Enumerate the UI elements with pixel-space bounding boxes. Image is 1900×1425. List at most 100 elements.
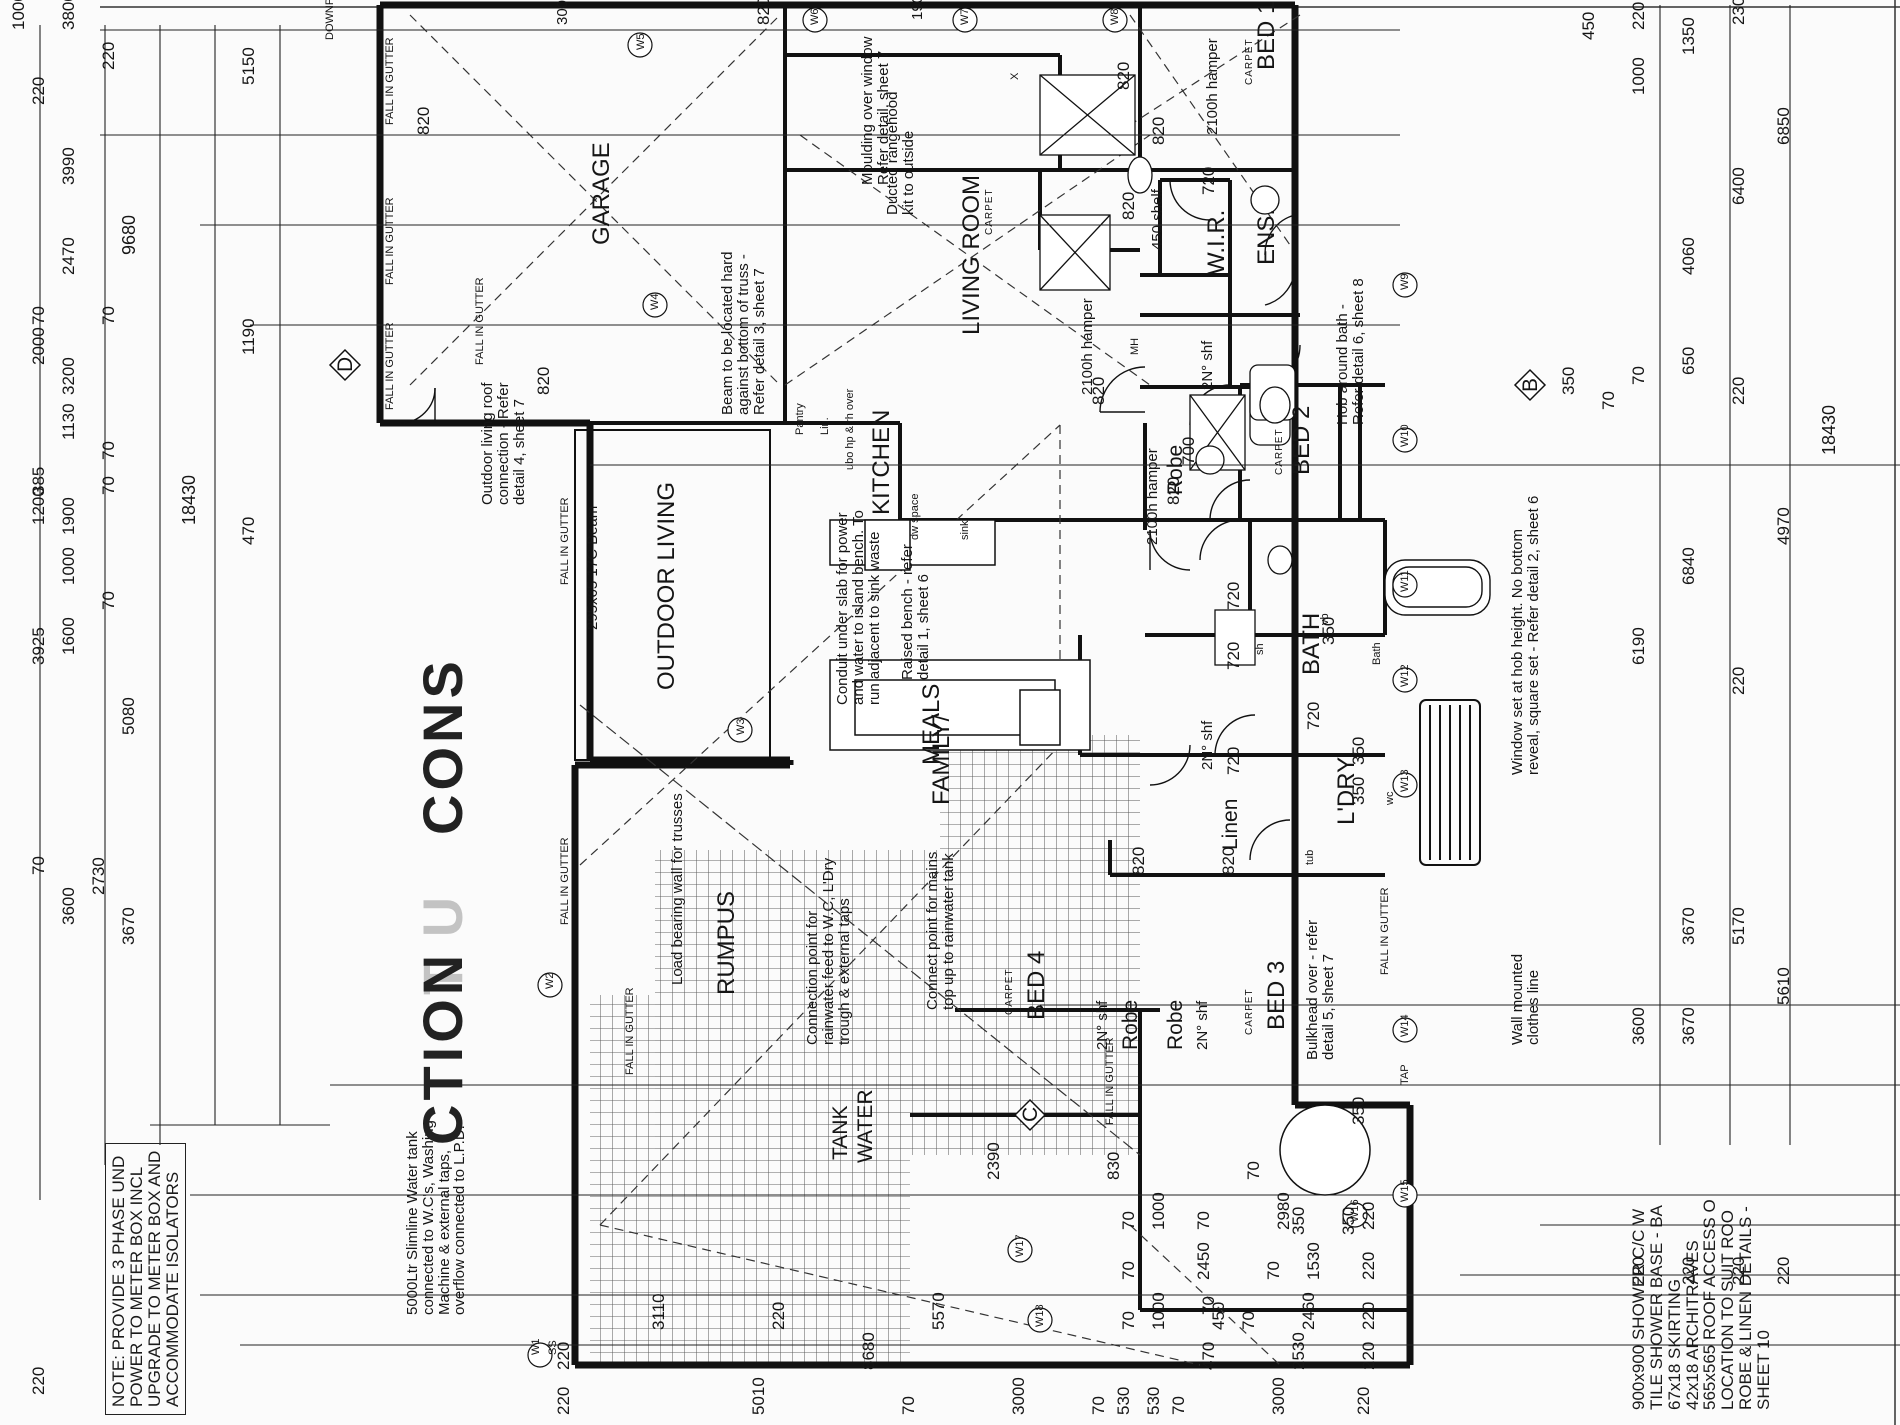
dimension-text: 650 [1679,346,1698,375]
bed2-label: BED 2 [1288,405,1315,475]
dimension-text: 70 [99,476,118,495]
spec-note: 565x565 ROOF ACCESS O [1700,1199,1720,1410]
hob-note-line2: Refer detail 6, sheet 8 [1349,278,1367,425]
fall-in-gutter-label: FALL IN GUTTER [474,277,486,365]
spec-note: 900x900 SHOWER C/C W [1629,1208,1648,1410]
shelf-2n-note: 2N° shf [1199,720,1216,770]
hamper-note-1: 2100h hamper [1204,38,1221,135]
power-note-line: UPGRADE TO METER BOX AND [144,1150,164,1407]
dimension-text: 220 [769,1301,788,1330]
window-tag-w14: W14 [1399,1014,1411,1037]
dimension-text: 220 [29,1366,48,1395]
dimension-text: 5570 [929,1292,948,1330]
dimension-text: 3800 [59,0,78,30]
spec-note: TILE SHOWER BASE - BA [1646,1205,1666,1410]
dimension-text: 70 [1599,391,1618,410]
dimension-text: 1530 [1304,1242,1323,1280]
dimension-text: 70 [1089,1396,1108,1415]
x-mark: X [1009,72,1021,80]
moulding-note-line1: Moulding over window [859,36,876,185]
window-tag-w4: W4 [649,293,661,311]
clothesline-note-line1: Wall mounted [1509,953,1526,1045]
bed2-floor: CARPET [1274,428,1285,475]
dimension-text: 18430 [179,474,199,525]
window-tag-w11: W11 [1399,570,1411,592]
dimension-text: 70 [1264,1261,1283,1280]
rain-connection-note-line3: trough & external taps [835,898,853,1045]
mains-note: Connect point for mains top up to rainwa… [924,852,957,1010]
load-bearing-wall [579,704,1141,1156]
door-size: 820 [1219,846,1238,875]
meals-label: MEALS [918,683,945,765]
beam-size-note: 295x65 17C Beam [584,505,601,630]
window-hob-note: Window set at hob height. No bottom reve… [1509,496,1542,775]
window-tag-w18: W18 [1034,1304,1046,1327]
dimension-text: 3110 [649,1293,668,1330]
dimension-text: 1190 [239,318,258,355]
downpipe-label: DOWNPIPE [324,0,336,40]
dimension-text: 3925 [29,627,48,665]
dimension-text: 1600 [59,617,78,655]
dimension-text: 220 [1359,1201,1378,1230]
bed3-floor: CARPET [1244,988,1255,1035]
dimension-text: 220 [1729,666,1748,695]
hob-note: Hob around bath - Refer detail 6, sheet … [1334,278,1367,425]
manhole-label: MH [1129,337,1141,355]
dimension-text: 3600 [59,887,78,925]
dimension-text: 350 [1349,1096,1368,1125]
dimension-text: 220 [1359,1251,1378,1280]
dimension-text: 1000 [1629,57,1648,95]
outdoor-living-outline [574,429,771,766]
fall-in-gutter-label: FALL IN GUTTER [384,37,396,125]
window-tag-w9: W9 [1399,273,1411,291]
window-tag-w15: W15 [1399,1179,1411,1202]
spec-note: SHEET 10 [1753,1329,1773,1410]
top-lintel-note: 190x35 F17 [909,0,926,20]
fall-in-gutter-label: FALL IN GUTTER [1379,887,1391,975]
window-tag-w5: W5 [635,33,647,51]
fall-in-gutter-label: FALL IN GUTTER [384,197,396,285]
raised-bench-note: Raised bench - refer detail 1, sheet 6 [899,544,932,680]
living-room-floor: CARPET [984,188,995,235]
door-size: 820 [1089,376,1108,405]
dimension-text: 70 [29,306,48,325]
dimension-text: 1000 [1149,1292,1168,1330]
raised-bench-note-line1: Raised bench - refer [899,544,916,680]
dimension-text: 3200 [59,357,78,395]
rain-connection-note-line1: Connection point for [804,910,821,1045]
dimension-text: 4060 [1679,237,1698,275]
dimension-text: 350 [1559,366,1578,395]
tiled-floor [590,735,1140,1365]
rumpus-label: RUMPUS [713,890,740,995]
clothesline-note: Wall mounted clothes line [1509,953,1542,1045]
section-marker-d: D [334,356,357,372]
ensuite-label: ENS. [1253,208,1280,265]
linen-label: Linen [1219,798,1242,850]
window-tag-w1: W1 [530,1338,542,1356]
spec-note: ROBE & LINEN DETAILS - [1736,1206,1756,1410]
dimension-text: 3000 [1009,1377,1028,1415]
power-note-line: ACCOMMODATE ISOLATORS [162,1171,182,1407]
raised-bench-note-line2: detail 1, sheet 6 [914,574,932,680]
kitchen-label: KITCHEN [868,409,895,515]
bed4-label: BED 4 [1023,950,1050,1020]
dimension-text: 70 [1629,366,1648,385]
dimension-text: 530 [1144,1386,1163,1415]
dimension-text: 70 [1194,1211,1213,1230]
dimension-text: 1350 [1679,17,1698,55]
rangehood-note: ubo hp & rh over [844,388,856,470]
dimension-text: 70 [99,441,118,460]
dimension-text: 220 [1629,1,1648,30]
dimension-text: 1200 [29,487,48,525]
dimension-text: 350 [1339,1206,1358,1235]
dimension-text: 2460 [1299,1292,1318,1330]
dimension-text: 70 [1119,1261,1138,1280]
door-size: 820 [414,106,433,135]
shelf-450-note: 450 shelf [1149,189,1166,250]
dimension-text: 220 [554,1386,573,1415]
clothesline-shape [1419,699,1481,866]
dimension-text: 2530 [1289,1332,1308,1370]
door-size: 720 [1224,746,1243,775]
fall-in-gutter-label: FALL IN GUTTER [1104,1037,1116,1125]
moulding-note: Moulding over window Refer detail, sheet… [859,36,892,185]
